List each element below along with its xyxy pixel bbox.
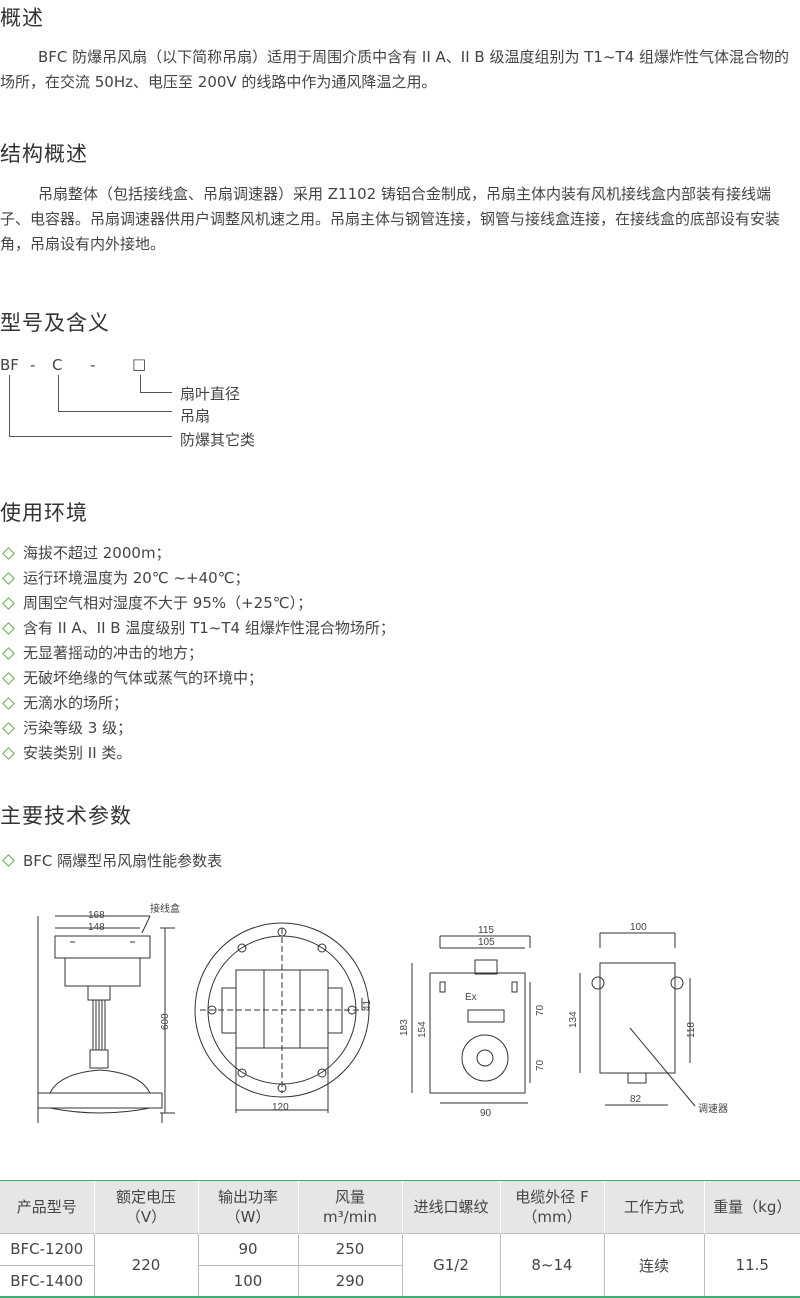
diamond-bullet-icon <box>2 672 15 685</box>
header-mode: 工作方式 <box>603 1181 704 1233</box>
dim-41: 41 <box>362 999 373 1011</box>
model-code-c: C <box>52 356 63 374</box>
cell-mode: 连续 <box>603 1232 705 1298</box>
leader-line-1v <box>140 375 141 393</box>
dim-148: 148 <box>88 922 105 933</box>
label-junction-box: 接线盒 <box>150 902 180 915</box>
dim-70-lower: 70 <box>535 1059 546 1071</box>
diamond-bullet-icon <box>2 854 15 867</box>
cell-weight: 11.5 <box>703 1232 800 1298</box>
diamond-bullet-icon <box>2 597 15 610</box>
header-thread: 进线口螺纹 <box>401 1181 500 1233</box>
fan-top-view <box>194 922 370 1113</box>
heading-environment: 使用环境 <box>0 501 88 525</box>
dim-100: 100 <box>630 922 647 933</box>
overview-paragraph: BFC 防爆吊风扇（以下简称吊扇）适用于周围介质中含有 II A、II B 级温… <box>0 48 790 91</box>
list-item: 安装类别 II 类。 <box>0 741 395 766</box>
model-meaning-fan: 吊扇 <box>180 407 211 425</box>
dim-115: 115 <box>478 925 494 936</box>
list-item: 无显著摇动的冲击的地方； <box>0 641 395 666</box>
structure-paragraph: 吊扇整体（包括接线盒、吊扇调速器）采用 Z1102 铸铝合金制成，吊扇主体内装有… <box>0 185 781 253</box>
speed-controller-view <box>579 932 696 1107</box>
cell-model: BFC-1400 <box>0 1264 95 1298</box>
table-row: BFC-1200 220 90 250 G1/2 8~14 连续 11.5 <box>0 1232 800 1298</box>
header-power: 输出功率（W） <box>197 1181 298 1233</box>
dim-183: 183 <box>399 1019 410 1036</box>
cell-model: BFC-1200 <box>0 1232 95 1266</box>
label-ex: Ex <box>465 992 477 1003</box>
heading-model: 型号及含义 <box>0 311 110 335</box>
label-speed-controller: 调速器 <box>698 1103 728 1115</box>
cell-voltage: 220 <box>93 1232 199 1298</box>
leader-line-1h <box>140 392 172 393</box>
diamond-bullet-icon <box>2 747 15 760</box>
header-cable: 电缆外径 F（mm） <box>499 1181 604 1233</box>
leader-line-3v <box>9 375 10 437</box>
fan-side-view <box>37 915 175 1123</box>
list-item: 周围空气相对湿度不大于 95%（+25℃）； <box>0 591 395 616</box>
heading-overview: 概述 <box>0 6 44 30</box>
leader-line-2v <box>58 375 59 412</box>
cell-airflow: 290 <box>297 1264 402 1298</box>
model-dash-1: - <box>30 356 36 374</box>
header-voltage: 额定电压（V） <box>93 1181 198 1233</box>
model-box: □ <box>132 355 147 373</box>
dim-168: 168 <box>88 910 105 921</box>
list-item: 海拔不超过 2000m； <box>0 541 395 566</box>
diamond-bullet-icon <box>2 647 15 660</box>
environment-list: 海拔不超过 2000m； 运行环境温度为 20℃ ~+40℃； 周围空气相对湿度… <box>0 541 395 766</box>
cell-thread: G1/2 <box>401 1232 501 1298</box>
heading-structure: 结构概述 <box>0 142 88 166</box>
model-dash-2: - <box>90 356 96 374</box>
diamond-bullet-icon <box>2 622 15 635</box>
dim-134: 134 <box>568 1011 579 1028</box>
list-item: 含有 II A、II B 温度级别 T1~T4 组爆炸性混合物场所； <box>0 616 395 641</box>
list-item: 运行环境温度为 20℃ ~+40℃； <box>0 566 395 591</box>
cell-power: 100 <box>197 1264 299 1298</box>
model-meaning-class: 防爆其它类 <box>180 431 256 449</box>
header-weight: 重量（kg） <box>703 1181 800 1233</box>
junction-box-view <box>411 935 531 1104</box>
technical-drawing: 168 148 接线盒 600 120 41 115 105 Ex 183 15… <box>37 902 728 1123</box>
cell-power: 90 <box>197 1232 299 1266</box>
dim-90: 90 <box>480 1108 492 1119</box>
dim-118: 118 <box>686 1022 697 1038</box>
list-item: 无滴水的场所； <box>0 691 395 716</box>
cell-airflow: 250 <box>297 1232 403 1266</box>
table-bottom-rule <box>0 1296 800 1298</box>
diamond-bullet-icon <box>2 722 15 735</box>
diamond-bullet-icon <box>2 572 15 585</box>
dim-600: 600 <box>160 1013 171 1030</box>
heading-params: 主要技术参数 <box>0 804 132 828</box>
list-item: 污染等级 3 级； <box>0 716 395 741</box>
dim-70-upper: 70 <box>535 1004 546 1016</box>
table-caption: BFC 隔爆型吊风扇性能参数表 <box>0 848 222 873</box>
leader-line-3h <box>9 436 172 437</box>
diamond-bullet-icon <box>2 697 15 710</box>
model-code-bf: BF <box>0 356 19 374</box>
diamond-bullet-icon <box>2 547 15 560</box>
header-model: 产品型号 <box>0 1181 94 1233</box>
model-meaning-diameter: 扇叶直径 <box>180 385 241 403</box>
list-item: 无破坏绝缘的气体或蒸气的环境中； <box>0 666 395 691</box>
dim-105: 105 <box>478 937 495 948</box>
dim-120: 120 <box>272 1102 289 1113</box>
dim-82: 82 <box>630 1094 642 1105</box>
cell-cable: 8~14 <box>499 1232 605 1298</box>
leader-line-2h <box>58 411 172 412</box>
table-row: BFC-1400 100 290 <box>0 1264 800 1298</box>
dim-154: 154 <box>417 1021 428 1038</box>
